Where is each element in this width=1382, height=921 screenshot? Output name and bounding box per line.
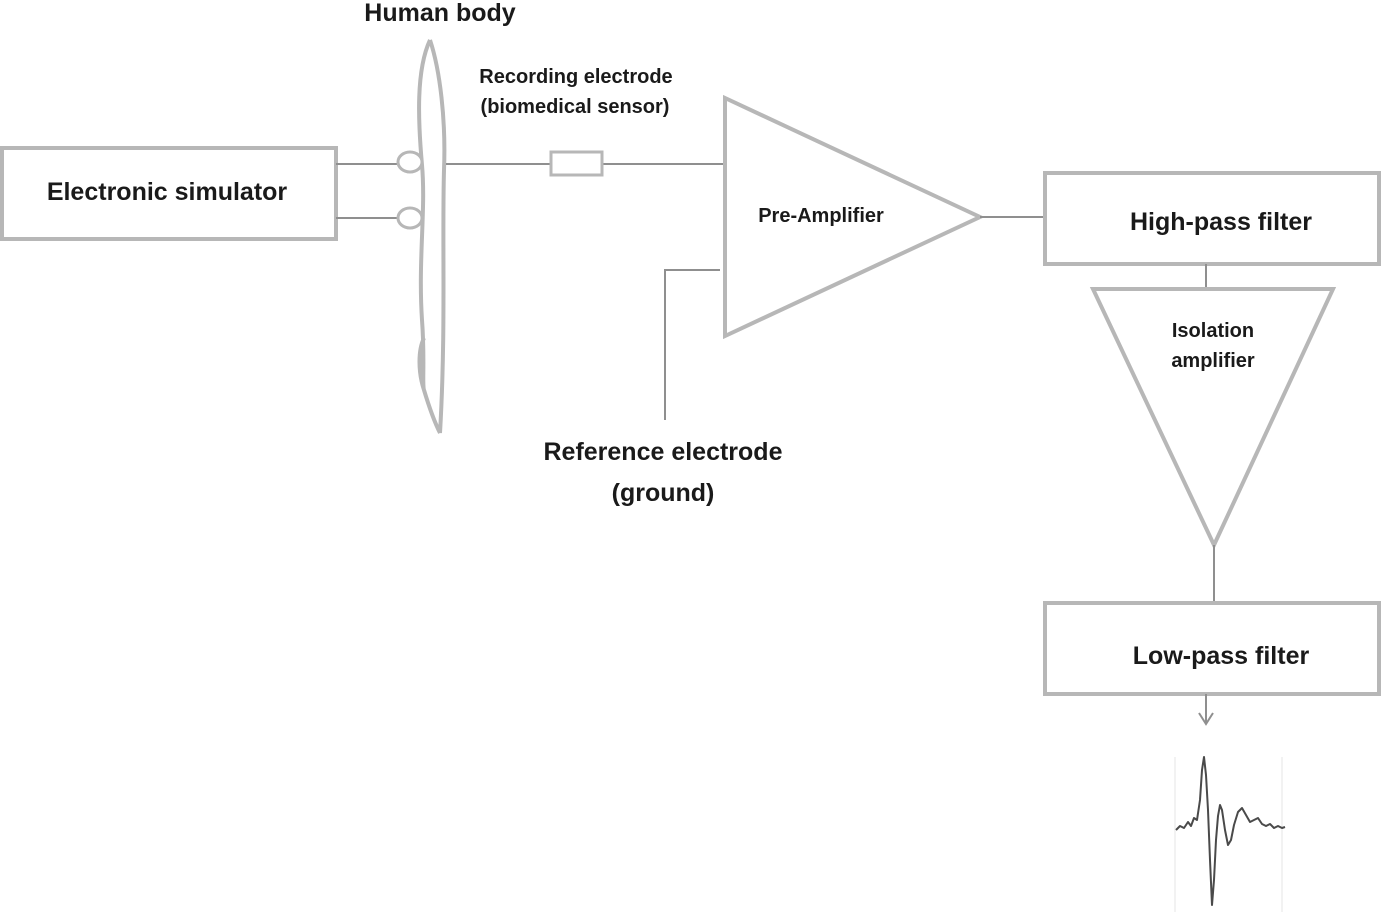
output-signal-trace [1175,756,1286,906]
pre-amplifier-triangle [723,94,985,340]
low-pass-filter-box [1043,601,1381,696]
reference-electrode-wire [664,269,720,420]
isolation-amplifier-triangle [1089,287,1337,550]
human-body-outline [417,39,447,434]
electrode-contact-top [396,150,424,174]
output-signal-waveform [1174,756,1286,912]
low-pass-filter-label: Low-pass filter [1133,642,1310,670]
electronic-simulator-box [0,146,338,241]
reference-electrode-label-line1: Reference electrode [543,438,782,466]
recording-electrode-label-line2: (biomedical sensor) [481,96,670,118]
recording-electrode-sensor [549,150,604,177]
reference-electrode-label-line2: (ground) [612,479,715,507]
high-pass-filter-box [1043,171,1381,266]
electrode-contact-bottom [396,206,424,230]
isolation-amplifier-label-line2: amplifier [1171,350,1255,372]
high-pass-filter-label: High-pass filter [1130,208,1312,236]
pre-amplifier-label: Pre-Amplifier [758,205,884,227]
electronic-simulator-label: Electronic simulator [47,178,288,206]
recording-electrode-label-line1: Recording electrode [479,66,672,88]
isolation-amplifier-label-line1: Isolation [1172,320,1254,342]
output-arrow-head [1198,712,1214,726]
human-body-label: Human body [364,0,515,27]
